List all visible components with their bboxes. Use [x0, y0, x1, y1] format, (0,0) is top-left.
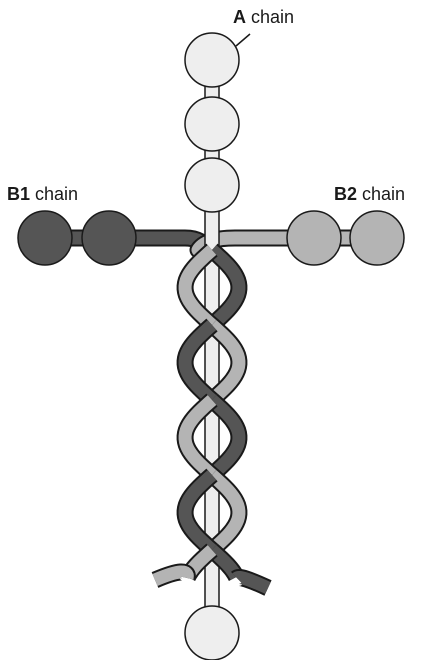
b2-chain-label-name: B2 — [334, 184, 358, 204]
a-chain-label-suffix: chain — [246, 7, 295, 27]
b1-chain-globule-2 — [81, 210, 137, 266]
b2-chain-label-suffix: chain — [357, 184, 406, 204]
a-chain-label: A chain — [233, 7, 294, 27]
a-chain-globule-1 — [184, 32, 240, 88]
b1-helix-segment — [207, 245, 246, 330]
a-chain-label-name: A — [233, 7, 246, 27]
b2-chain-globule-1 — [286, 210, 342, 266]
b2-tail — [152, 565, 194, 586]
b2-helix-segment — [207, 320, 246, 405]
b1-chain-label-suffix: chain — [30, 184, 79, 204]
b2-helix-segment — [207, 470, 246, 555]
b1-chain-label: B1 chain — [7, 184, 78, 204]
b1-helix-segment — [178, 470, 217, 555]
b1-helix-segment — [178, 320, 217, 405]
a-chain-globule-3 — [184, 157, 240, 213]
b2-helix-segment — [178, 245, 217, 330]
a-chain-leader-line — [235, 33, 251, 47]
a-chain-globule-2 — [184, 96, 240, 152]
a-chain-globule-bottom — [184, 605, 240, 660]
b2-chain-globule-2 — [349, 210, 405, 266]
b1-chain-globule-1 — [17, 210, 73, 266]
b1-tail — [232, 571, 271, 594]
b1-helix-segment — [207, 395, 246, 480]
b2-chain-label: B2 chain — [334, 184, 405, 204]
coiled-coil-helix — [151, 243, 272, 596]
b2-helix-segment — [178, 395, 217, 480]
b1-chain-label-name: B1 — [7, 184, 31, 204]
